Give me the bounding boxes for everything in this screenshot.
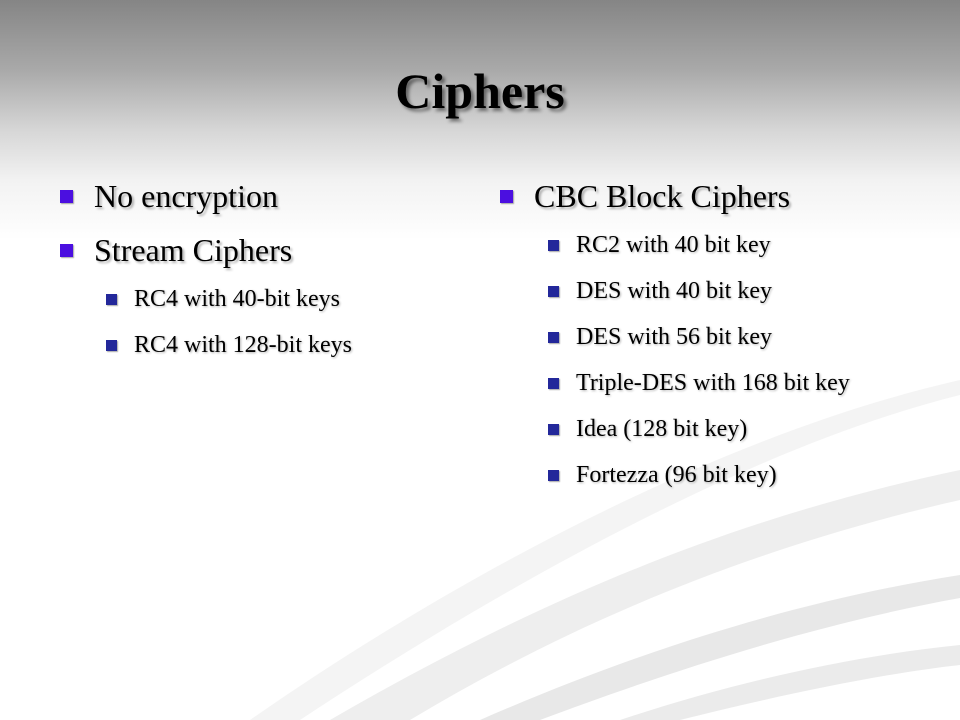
square-bullet-icon bbox=[500, 190, 513, 203]
sub-bullet-text: RC4 with 128-bit keys bbox=[134, 332, 353, 358]
square-bullet-icon bbox=[548, 424, 559, 435]
bullet-text: CBC Block Ciphers bbox=[534, 178, 791, 214]
square-bullet-icon bbox=[548, 470, 559, 481]
square-bullet-icon bbox=[106, 340, 117, 351]
sub-bullet-item: Triple-DES with 168 bit key bbox=[548, 368, 896, 398]
sub-bullet-text: Triple-DES with 168 bit key bbox=[576, 370, 850, 396]
sub-bullet-item: RC4 with 40-bit keys bbox=[106, 284, 460, 314]
sub-bullet-item: DES with 56 bit key bbox=[548, 322, 896, 352]
bullet-text: No encryption bbox=[94, 178, 278, 214]
bullet-text: Stream Ciphers bbox=[94, 232, 293, 268]
sub-bullet-text: RC4 with 40-bit keys bbox=[134, 286, 341, 312]
bullet-item-cbc-block-ciphers: CBC Block Ciphers bbox=[500, 176, 900, 216]
left-bullet-list: No encryption Stream Ciphers bbox=[60, 176, 460, 270]
sub-bullet-text: DES with 40 bit key bbox=[576, 278, 772, 304]
sub-bullet-item: DES with 40 bit key bbox=[548, 276, 896, 306]
sub-bullet-text: Fortezza (96 bit key) bbox=[576, 462, 777, 488]
sub-bullet-item: Idea (128 bit key) bbox=[548, 414, 896, 444]
bullet-item-stream-ciphers: Stream Ciphers bbox=[60, 230, 460, 270]
square-bullet-icon bbox=[548, 286, 559, 297]
stream-ciphers-sublist: RC4 with 40-bit keys RC4 with 128-bit ke… bbox=[106, 284, 460, 360]
sub-bullet-text: RC2 with 40 bit key bbox=[576, 232, 771, 258]
square-bullet-icon bbox=[548, 332, 559, 343]
right-column: CBC Block Ciphers RC2 with 40 bit key DE… bbox=[500, 176, 900, 506]
left-column: No encryption Stream Ciphers RC4 with 40… bbox=[60, 176, 460, 376]
sub-bullet-item: RC2 with 40 bit key bbox=[548, 230, 896, 260]
square-bullet-icon bbox=[548, 378, 559, 389]
sub-bullet-text: DES with 56 bit key bbox=[576, 324, 772, 350]
right-bullet-list: CBC Block Ciphers bbox=[500, 176, 900, 216]
sub-bullet-item: RC4 with 128-bit keys bbox=[106, 330, 460, 360]
square-bullet-icon bbox=[106, 294, 117, 305]
slide-title: Ciphers bbox=[395, 63, 565, 119]
square-bullet-icon bbox=[548, 240, 559, 251]
bullet-item-no-encryption: No encryption bbox=[60, 176, 460, 216]
sub-bullet-item: Fortezza (96 bit key) bbox=[548, 460, 896, 490]
square-bullet-icon bbox=[60, 190, 73, 203]
square-bullet-icon bbox=[60, 244, 73, 257]
sub-bullet-text: Idea (128 bit key) bbox=[576, 416, 748, 442]
block-ciphers-sublist: RC2 with 40 bit key DES with 40 bit key … bbox=[548, 230, 900, 490]
